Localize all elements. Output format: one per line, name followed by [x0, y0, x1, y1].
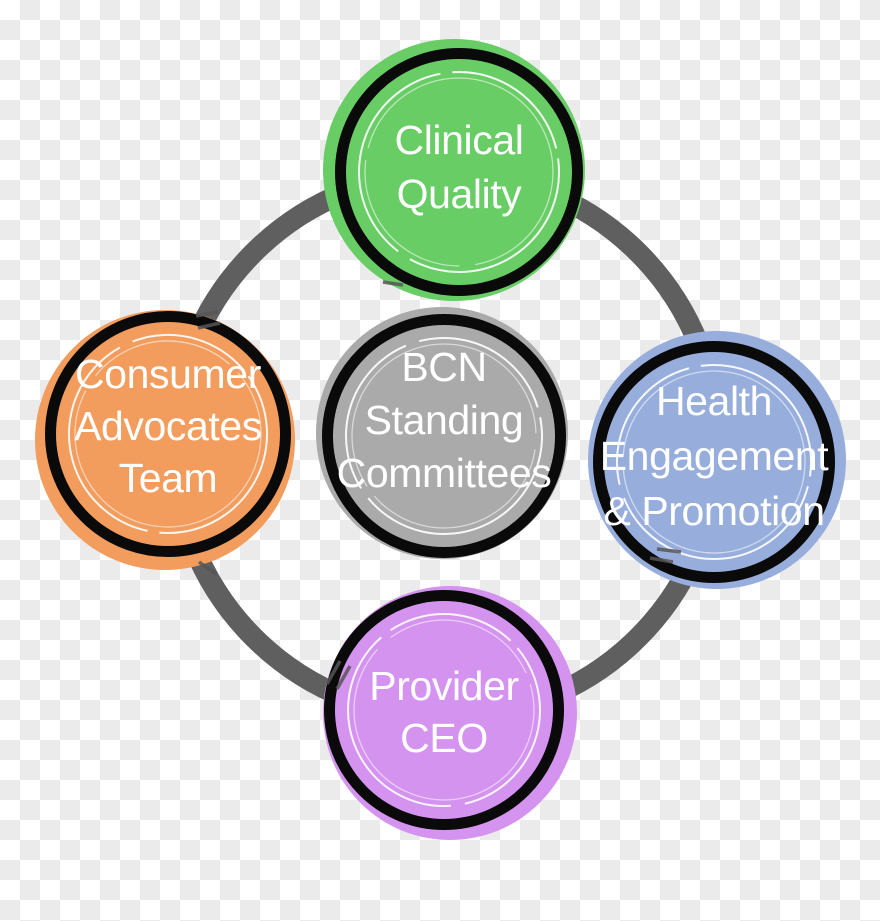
- sketch-mark: [325, 660, 342, 685]
- sketch-mark: [195, 310, 219, 318]
- node-fill: [346, 59, 572, 285]
- inner-sketch-ring-2: [351, 343, 537, 529]
- inner-sketch-ring: [347, 613, 541, 807]
- ink-outline: [324, 590, 564, 830]
- node-label-line: Engagement: [600, 433, 830, 479]
- node-label-line: BCN: [401, 344, 486, 390]
- node-provider-ceo: Provider CEO: [323, 586, 577, 840]
- inner-sketch-ring: [345, 337, 543, 535]
- sketch-mark: [197, 321, 221, 330]
- sketch-mark: [656, 547, 682, 554]
- node-label-line: Provider: [369, 663, 518, 709]
- inner-sketch-ring-2: [622, 370, 806, 554]
- sketch-mark: [649, 556, 674, 564]
- sketch-mark: [335, 665, 352, 690]
- inner-sketch-ring: [616, 364, 812, 560]
- ink-outline: [322, 314, 566, 558]
- inner-sketch-ring-2: [364, 77, 554, 267]
- node-label-line: Clinical: [395, 117, 524, 163]
- node-clinical-quality: Clinical Quality: [323, 39, 585, 301]
- inner-sketch-ring: [358, 70, 560, 273]
- node-label-line: CEO: [400, 715, 488, 761]
- ink-outline: [335, 48, 583, 296]
- node-label-line: Standing: [365, 397, 524, 443]
- node-label-line: Quality: [397, 171, 523, 217]
- node-label-line: Advocates: [74, 403, 262, 449]
- node-fill: [333, 325, 555, 547]
- node-fill: [335, 601, 553, 819]
- node-health-engagement-promotion: Health Engagement & Promotion: [588, 331, 846, 589]
- ink-outline: [45, 311, 291, 557]
- ink-outline: [593, 341, 835, 583]
- sketch-mark: [382, 280, 404, 287]
- inner-sketch-ring: [68, 334, 268, 534]
- inner-sketch-ring-2: [353, 619, 535, 801]
- node-label-line: Consumer: [75, 351, 261, 397]
- node-fill: [56, 322, 280, 546]
- node-label-line: Committees: [337, 450, 552, 496]
- node-label-line: & Promotion: [603, 488, 824, 534]
- node-label-line: Team: [119, 455, 218, 501]
- node-consumer-advocates-team: Consumer Advocates Team: [35, 310, 295, 576]
- sketch-mark: [197, 560, 218, 576]
- node-label-line: Health: [656, 378, 772, 424]
- inner-sketch-ring-2: [74, 340, 262, 528]
- node-bcn-standing-committees: BCN Standing Committees: [316, 307, 568, 559]
- node-fill: [604, 352, 824, 572]
